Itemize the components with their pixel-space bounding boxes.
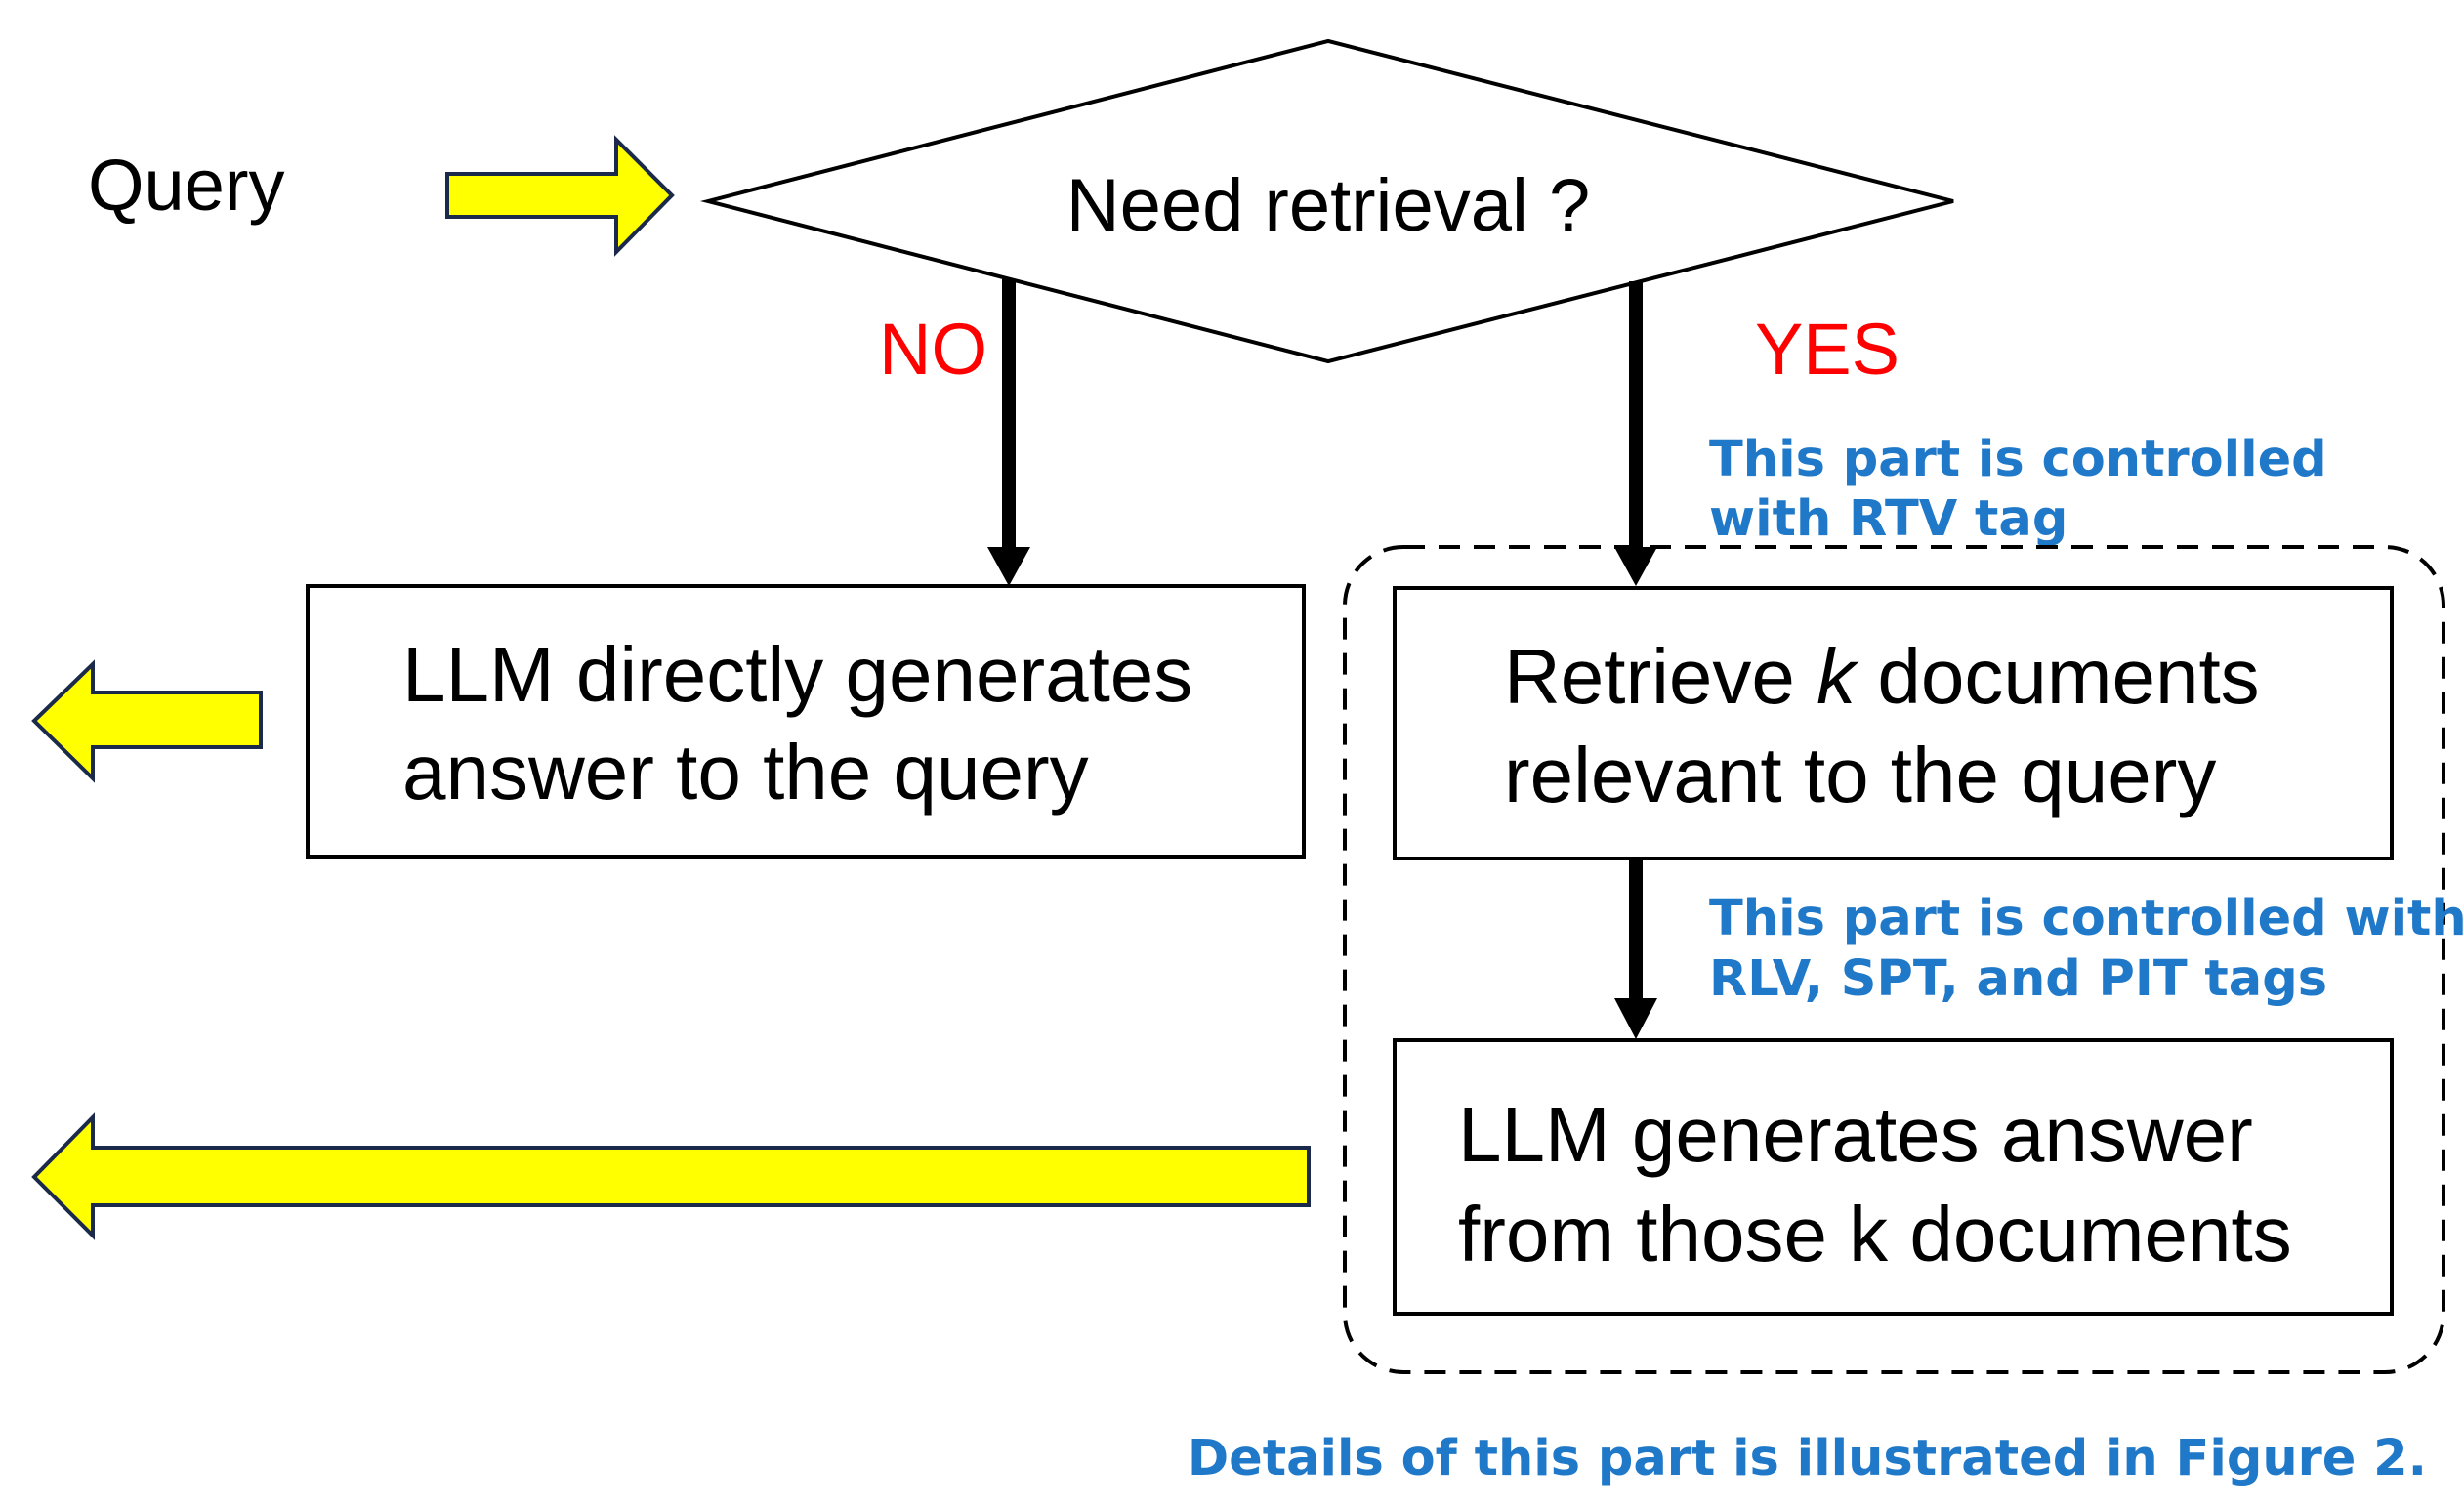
rtv-note-line2: with RTV tag — [1709, 490, 2067, 548]
no-label: NO — [879, 309, 987, 390]
direct-answer-line1: LLM directly generates — [402, 631, 1192, 718]
yes-branch-arrowhead — [1614, 547, 1657, 586]
direct-answer-line2: answer to the query — [402, 729, 1089, 816]
generate-answer-box — [1393, 1038, 2394, 1316]
generate-answer-line2: from those k documents — [1458, 1191, 2292, 1278]
query-input-arrow — [445, 135, 675, 257]
rlv-note-line1: This part is controlled with — [1709, 890, 2464, 947]
retrieve-line1-k: k — [1817, 633, 1859, 720]
details-caption: Details of this part is illustrated in F… — [1188, 1430, 2427, 1488]
retrieve-box — [1393, 586, 2394, 860]
query-label: Query — [88, 145, 285, 226]
rlv-note-line2: RLV, SPT, and PIT tags — [1709, 950, 2327, 1008]
generate-output-arrow — [31, 1112, 1311, 1240]
retrieve-line1: Retrieve k documents — [1504, 633, 2260, 720]
retrieval-group-dashed-box — [1343, 545, 2445, 1374]
decision-question: Need retrieval ? — [1066, 164, 1591, 247]
retrieve-line2: relevant to the query — [1504, 732, 2216, 818]
retrieve-to-generate-arrowhead — [1614, 998, 1657, 1039]
retrieve-line1-b: documents — [1856, 633, 2260, 720]
generate-answer-line1: LLM generates answer — [1458, 1091, 2253, 1178]
no-branch-arrowhead — [987, 547, 1030, 586]
direct-answer-box — [306, 584, 1306, 859]
decision-diamond — [700, 38, 1954, 364]
rtv-note-line1: This part is controlled — [1709, 431, 2327, 488]
retrieve-line1-a: Retrieve — [1504, 633, 1817, 720]
direct-output-arrow — [31, 659, 263, 783]
yes-label: YES — [1755, 309, 1900, 390]
